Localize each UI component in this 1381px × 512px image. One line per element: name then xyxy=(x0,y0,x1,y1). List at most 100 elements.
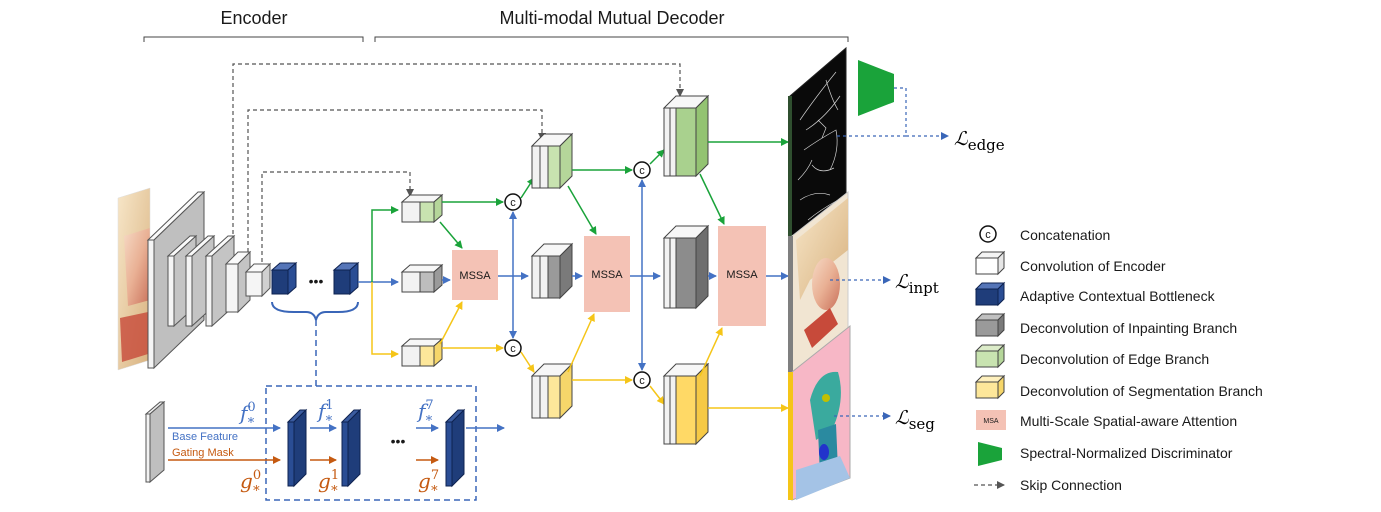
concat-node-2: c xyxy=(504,339,522,357)
g7-base: g xyxy=(418,469,431,493)
f1-label: f1* xyxy=(316,398,334,429)
mssa-label-2: MSSA xyxy=(591,269,623,281)
f0-label: f0* xyxy=(238,400,256,431)
g1-sup: 1 xyxy=(331,468,339,483)
bottleneck-cube-1 xyxy=(270,261,298,296)
g7-sub: * xyxy=(431,484,438,499)
base-feature-slab xyxy=(144,400,166,484)
seg2-to-mssa2 xyxy=(567,313,595,373)
g0-label: g0* xyxy=(240,468,261,499)
f7-label: f7* xyxy=(416,398,434,429)
f7-sub: * xyxy=(426,414,433,429)
loss-inpt-script: ℒ xyxy=(895,271,910,293)
split-to-seg xyxy=(371,282,399,358)
legend-label-skip: Skip Connection xyxy=(1020,477,1122,493)
g1-sub: * xyxy=(331,484,338,499)
legend-label-msa: Multi-Scale Spatial-aware Attention xyxy=(1020,413,1237,429)
legend-encoder-icon xyxy=(974,250,1006,276)
legend-label-segmentation: Deconvolution of Segmentation Branch xyxy=(1020,383,1263,399)
g7-sup: 7 xyxy=(431,468,439,483)
f1-sup: 1 xyxy=(325,398,333,413)
inpt-deconv-3 xyxy=(662,224,710,310)
detail-slab-8 xyxy=(444,408,466,488)
seg1-to-mssa1 xyxy=(439,301,463,345)
legend-discriminator-icon xyxy=(978,442,1002,466)
inpt-deconv-1 xyxy=(400,263,444,294)
legend-label-bottleneck: Adaptive Contextual Bottleneck xyxy=(1020,288,1216,304)
bottleneck-cubes: ••• xyxy=(270,261,360,296)
legend-label-edge: Deconvolution of Edge Branch xyxy=(1020,351,1209,367)
edge-deconv-3 xyxy=(662,94,710,178)
concat-symbol-1: c xyxy=(510,197,516,209)
edge-deconv-2 xyxy=(530,132,574,190)
mssa-block-1: MSSA xyxy=(452,250,498,300)
edge-output-map xyxy=(788,46,847,250)
mssa-block-3: MSSA xyxy=(718,226,766,326)
loss-edge-script: ℒ xyxy=(954,128,969,150)
loss-inpt-sub: inpt xyxy=(909,279,939,297)
legend-label-concatenation: Concatenation xyxy=(1020,227,1110,243)
g1-base: g xyxy=(318,469,331,493)
loss-seg-sub: seg xyxy=(909,415,936,433)
edge3-to-mssa3 xyxy=(699,173,725,225)
edge-deconv-1 xyxy=(400,193,444,224)
concat2-to-seg2 xyxy=(520,351,535,373)
detail-slab-1 xyxy=(286,408,308,488)
bottleneck-brace xyxy=(271,301,359,321)
skip-connection-3 xyxy=(261,171,414,262)
f1-sub: * xyxy=(326,414,333,429)
detail-ellipsis: ••• xyxy=(391,433,406,449)
discriminator-icon xyxy=(858,60,894,116)
concat-node-4: c xyxy=(633,371,651,389)
g7-label: g7* xyxy=(418,468,439,499)
inpt-deconv-2 xyxy=(530,242,574,300)
legend-concat-icon: c xyxy=(979,225,997,243)
concat-node-3: c xyxy=(633,161,651,179)
mssa-label-3: MSSA xyxy=(726,269,758,281)
mssa-label-1: MSSA xyxy=(459,270,491,282)
input-image xyxy=(117,187,151,371)
bottleneck-ellipsis: ••• xyxy=(309,273,324,289)
f0-sup: 0 xyxy=(247,400,255,415)
seg3-to-mssa3 xyxy=(699,327,723,377)
legend-label-inpainting: Deconvolution of Inpainting Branch xyxy=(1020,320,1237,336)
f0-sub: * xyxy=(248,416,255,431)
legend-segmentation-icon xyxy=(974,374,1006,400)
legend-label-discriminator: Spectral-Normalized Discriminator xyxy=(1020,445,1233,461)
concat-symbol-4: c xyxy=(639,375,645,387)
encoder-bracket xyxy=(143,36,364,42)
g0-sup: 0 xyxy=(253,468,261,483)
g1-label: g1* xyxy=(318,468,339,499)
skip-connection-2 xyxy=(247,109,546,252)
encoder-stack xyxy=(146,190,272,370)
decoder-header: Multi-modal Mutual Decoder xyxy=(499,8,724,28)
bottleneck-detail-box xyxy=(265,385,477,501)
g0-base: g xyxy=(240,469,253,493)
bottleneck-cube-2 xyxy=(332,261,360,296)
skip-connections xyxy=(232,63,684,262)
seg-deconv-2 xyxy=(530,362,574,420)
legend-label-encoder-conv: Convolution of Encoder xyxy=(1020,258,1166,274)
f7-sup: 7 xyxy=(425,398,433,413)
legend-msa-icon: MSA xyxy=(976,410,1006,430)
decoder-bracket xyxy=(374,36,849,42)
legend: c Concatenation Convolution of Encoder A… xyxy=(974,225,1263,493)
legend-bottleneck-icon xyxy=(974,281,1006,307)
loss-seg: ℒseg xyxy=(895,407,935,433)
split-to-edge xyxy=(371,206,399,282)
discriminator-dashed-link xyxy=(834,87,907,137)
concat-symbol-3: c xyxy=(639,165,645,177)
legend-inpainting-icon xyxy=(974,312,1006,338)
seg-deconv-1 xyxy=(400,337,444,368)
encoder-layer-5 xyxy=(224,250,252,314)
encoder-layer-6 xyxy=(244,262,272,298)
legend-msa-icon-text: MSA xyxy=(983,418,999,425)
loss-edge-sub: edge xyxy=(968,136,1005,154)
skip-connection-1 xyxy=(232,63,684,234)
base-feature-label: Base Feature xyxy=(172,431,238,443)
edge1-to-mssa1 xyxy=(439,221,463,249)
concat4-to-seg3 xyxy=(649,385,665,405)
legend-concat-symbol: c xyxy=(985,229,991,241)
loss-inpt: ℒinpt xyxy=(895,271,939,297)
